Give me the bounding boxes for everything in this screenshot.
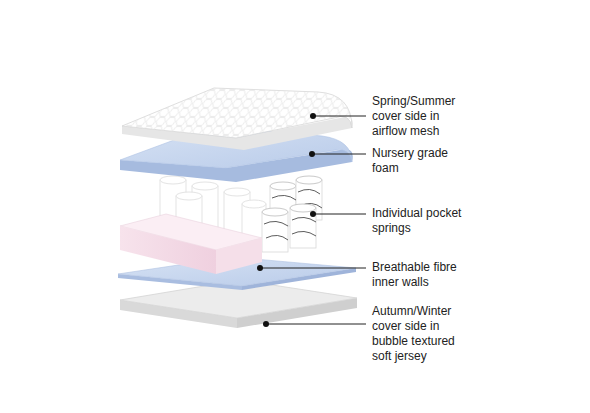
leader-dot bbox=[310, 211, 316, 217]
callout-label: Autumn/Winter cover side in bubble textu… bbox=[372, 304, 477, 364]
leader-dot bbox=[263, 321, 269, 327]
leader-dot bbox=[257, 265, 263, 271]
spring-coils bbox=[262, 176, 322, 252]
callout-label: Nursery grade foam bbox=[372, 146, 472, 176]
leader-line bbox=[266, 324, 366, 325]
leader-line bbox=[260, 268, 366, 269]
leader-dot bbox=[310, 113, 316, 119]
callout-label: Spring/Summer cover side in airflow mesh bbox=[372, 94, 477, 139]
leader-dots bbox=[257, 113, 316, 327]
leader-line bbox=[313, 214, 366, 215]
callout-label: Individual pocket springs bbox=[372, 206, 484, 236]
mesh-cover bbox=[122, 88, 353, 150]
leader-line bbox=[312, 154, 366, 155]
leader-dot bbox=[309, 151, 315, 157]
leader-lines bbox=[260, 116, 366, 324]
fibre-wall bbox=[120, 214, 262, 274]
leader-line bbox=[313, 116, 366, 117]
callout-label: Breathable fibre inner walls bbox=[372, 260, 484, 290]
